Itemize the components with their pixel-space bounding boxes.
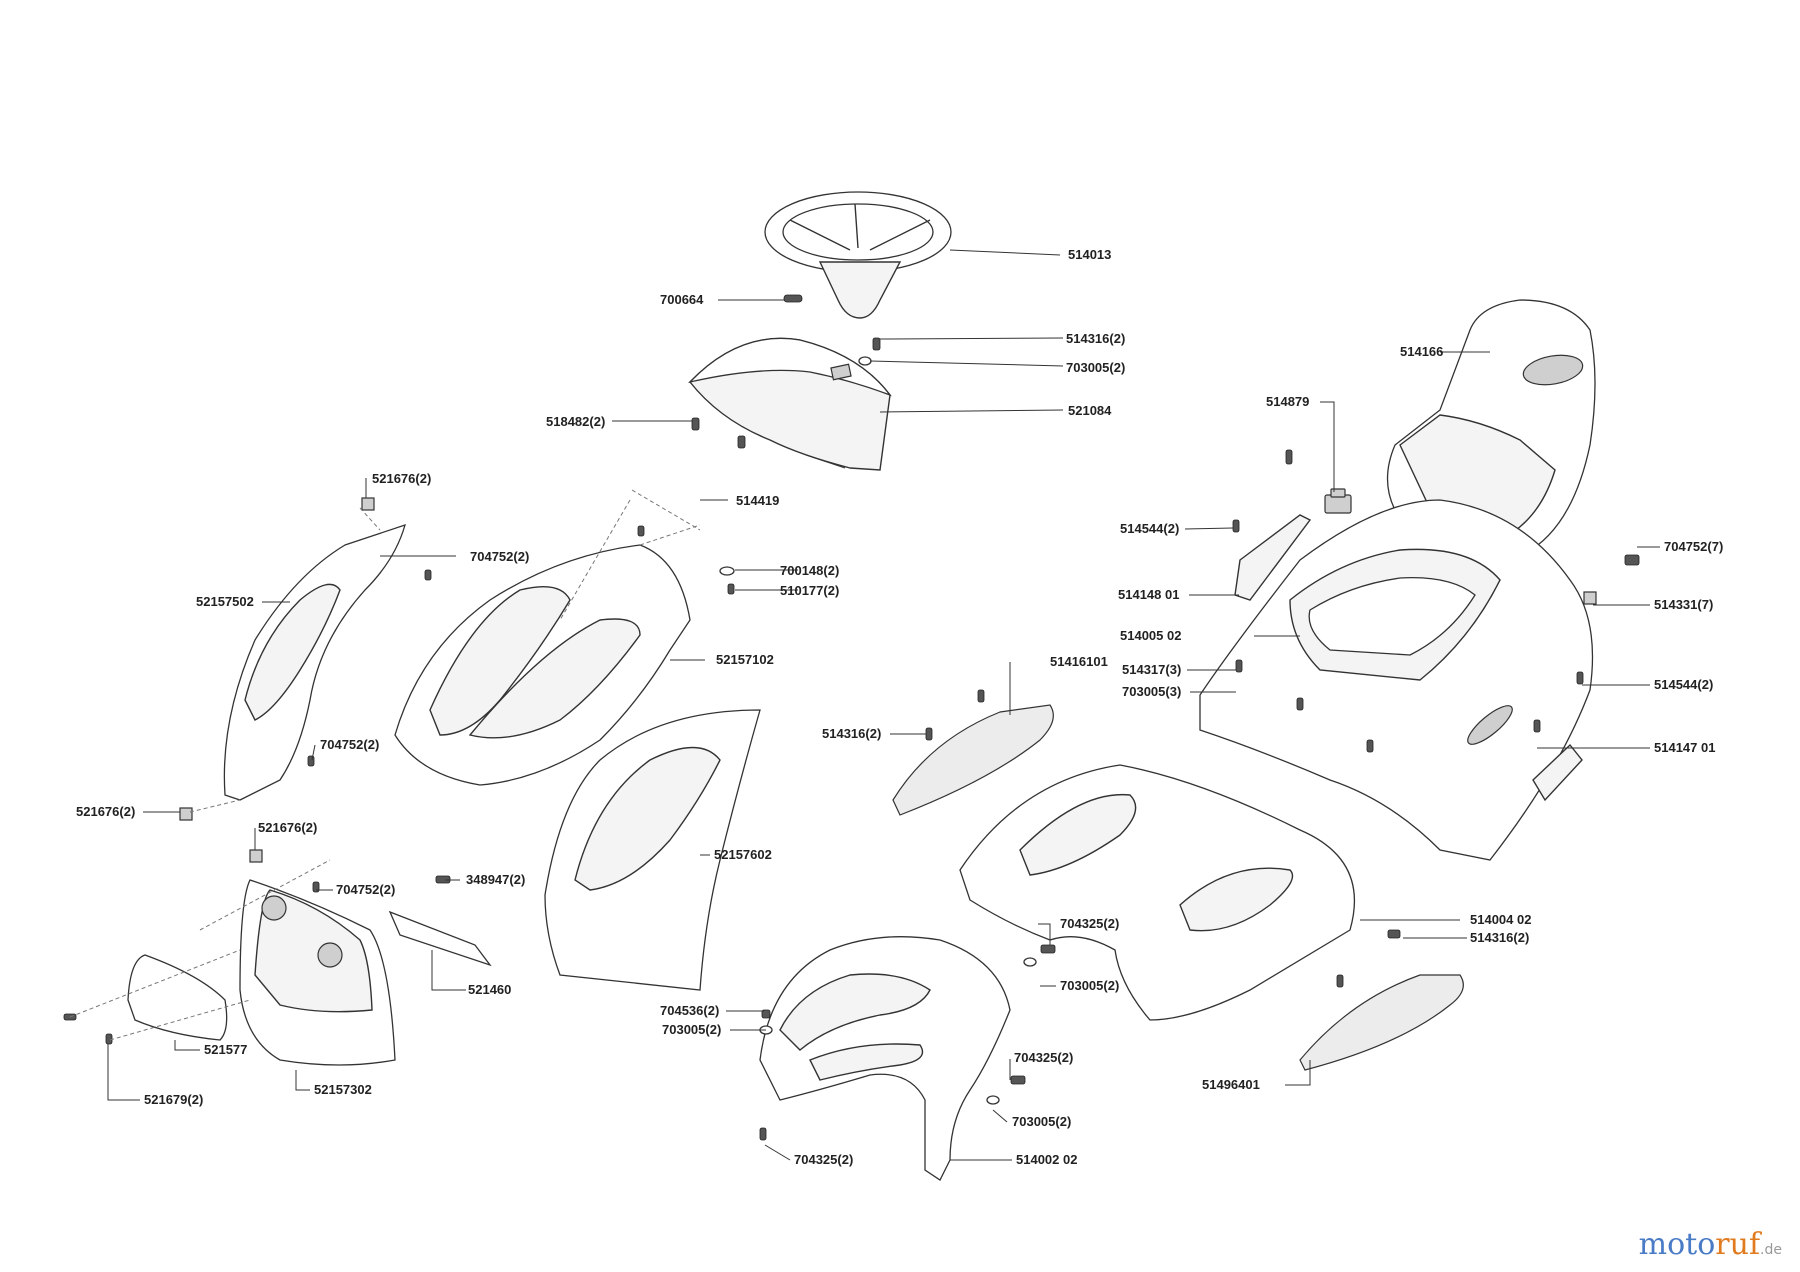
- part-label-521679: 521679(2): [144, 1092, 203, 1107]
- part-label-514004-02: 514004 02: [1470, 912, 1531, 927]
- part-label-704325: 704325(2): [1014, 1050, 1073, 1065]
- part-label-52157302: 52157302: [314, 1082, 372, 1097]
- part-label-51416101: 51416101: [1050, 654, 1108, 669]
- bracket-part: [1532, 743, 1583, 802]
- floor-panel-part: [959, 764, 1356, 1021]
- left-footrest-part: [892, 704, 1054, 816]
- part-label-52157602: 52157602: [714, 847, 772, 862]
- left-side-panel-part: [223, 523, 406, 801]
- bracket-part: [388, 910, 492, 967]
- part-label-514166: 514166: [1400, 344, 1443, 359]
- clip-part: [179, 807, 193, 821]
- front-frame-part: [759, 936, 1011, 1181]
- clip-part: [361, 497, 375, 511]
- headlight-lens-part: [127, 954, 228, 1041]
- part-label-704536: 704536(2): [660, 1003, 719, 1018]
- part-label-510177: 510177(2): [780, 583, 839, 598]
- part-label-703005: 703005(2): [1066, 360, 1125, 375]
- switch-part: [1234, 449, 1352, 601]
- dash-panel-part: [688, 337, 892, 471]
- part-label-514013: 514013: [1068, 247, 1111, 262]
- pin-part: [783, 294, 803, 303]
- part-label-514316: 514316(2): [1066, 331, 1125, 346]
- part-label-704752: 704752(2): [320, 737, 379, 752]
- part-label-52157102: 52157102: [716, 652, 774, 667]
- part-label-514879: 514879: [1266, 394, 1309, 409]
- part-label-704752: 704752(2): [336, 882, 395, 897]
- right-footrest-part: [1299, 974, 1464, 1071]
- part-label-521676: 521676(2): [372, 471, 431, 486]
- part-label-348947: 348947(2): [466, 872, 525, 887]
- part-label-514544: 514544(2): [1120, 521, 1179, 536]
- part-label-704325: 704325(2): [794, 1152, 853, 1167]
- part-label-514005-02: 514005 02: [1120, 628, 1181, 643]
- part-label-703005: 703005(2): [662, 1022, 721, 1037]
- hood-part: [394, 544, 691, 786]
- part-label-703005: 703005(3): [1122, 684, 1181, 699]
- part-label-514317: 514317(3): [1122, 662, 1181, 677]
- right-side-panel-part: [544, 709, 761, 991]
- part-label-521577: 521577: [204, 1042, 247, 1057]
- part-label-51496401: 51496401: [1202, 1077, 1260, 1092]
- watermark-part1: moto: [1638, 1227, 1716, 1262]
- rear-fender-part: [1199, 499, 1594, 861]
- part-label-514148-01: 514148 01: [1118, 587, 1179, 602]
- part-label-521676: 521676(2): [258, 820, 317, 835]
- steering-wheel-part: [764, 191, 952, 319]
- part-label-514316: 514316(2): [822, 726, 881, 741]
- part-label-514002-02: 514002 02: [1016, 1152, 1077, 1167]
- part-label-514331: 514331(7): [1654, 597, 1713, 612]
- part-label-514316: 514316(2): [1470, 930, 1529, 945]
- part-label-514147-01: 514147 01: [1654, 740, 1715, 755]
- part-label-52157502: 52157502: [196, 594, 254, 609]
- watermark-part3: .de: [1760, 1242, 1782, 1258]
- part-label-700664: 700664: [660, 292, 704, 307]
- watermark-part2: ruf: [1715, 1227, 1761, 1262]
- screw-part: [105, 1033, 113, 1045]
- screw-part: [759, 944, 1056, 1141]
- part-label-521084: 521084: [1068, 403, 1112, 418]
- screw-part: [1232, 519, 1640, 753]
- watermark-logo: motoruf.de: [1639, 1227, 1782, 1262]
- clip-part: [249, 849, 263, 863]
- part-label-704325: 704325(2): [1060, 916, 1119, 931]
- part-label-514544: 514544(2): [1654, 677, 1713, 692]
- part-label-521676: 521676(2): [76, 804, 135, 819]
- screw-part: [925, 689, 1401, 988]
- part-label-518482: 518482(2): [546, 414, 605, 429]
- part-label-704752: 704752(2): [470, 549, 529, 564]
- part-label-703005: 703005(2): [1012, 1114, 1071, 1129]
- part-label-521460: 521460: [468, 982, 511, 997]
- front-grille-part: [239, 879, 396, 1066]
- part-label-700148: 700148(2): [780, 563, 839, 578]
- part-label-703005: 703005(2): [1060, 978, 1119, 993]
- part-label-514419: 514419: [736, 493, 779, 508]
- part-label-704752: 704752(7): [1664, 539, 1723, 554]
